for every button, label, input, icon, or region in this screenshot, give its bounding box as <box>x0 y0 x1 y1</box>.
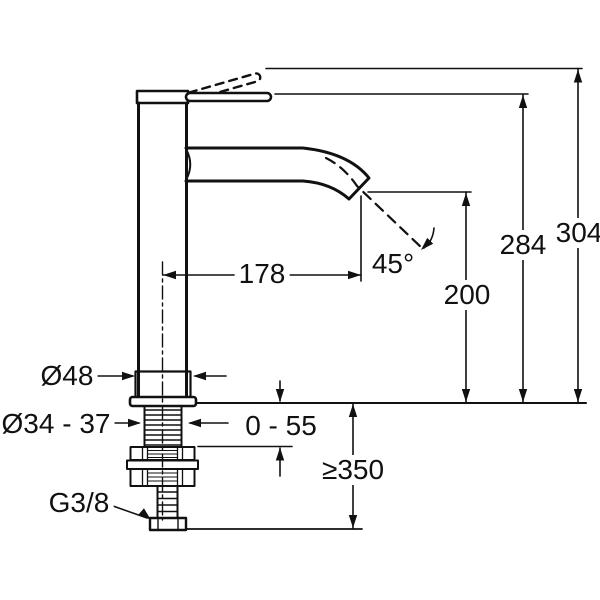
dim-label-height-lever-down: 284 <box>495 230 551 260</box>
faucet-lever <box>184 91 273 103</box>
dim-label-outlet-height: 200 <box>439 280 495 310</box>
dim-label-body-diameter: Ø48 <box>36 361 98 391</box>
arrowheads <box>122 69 583 528</box>
dim-label-spout-reach: 178 <box>234 259 290 289</box>
hex-connector <box>148 516 188 532</box>
faucet-outline <box>126 72 371 532</box>
faucet-spout <box>184 146 371 201</box>
body-base-collar <box>134 370 192 399</box>
supply-tail <box>156 485 179 519</box>
dimension-lines <box>96 67 587 530</box>
dim-label-deck-thickness: 0 - 55 <box>241 411 321 441</box>
leader-g38 <box>112 505 148 519</box>
spout-body-fillet <box>185 149 192 180</box>
dim-label-height-lever-up: 304 <box>551 218 600 248</box>
dim-label-supply-thread: G3/8 <box>44 488 114 518</box>
dim-label-hose-clearance: ≥350 <box>317 455 389 485</box>
faucet-cap <box>135 89 190 105</box>
spout-axis-dashed <box>324 156 426 252</box>
dim-label-spout-angle: 45° <box>367 249 419 279</box>
dim-label-hole-diameter: Ø34 - 37 <box>0 409 115 439</box>
